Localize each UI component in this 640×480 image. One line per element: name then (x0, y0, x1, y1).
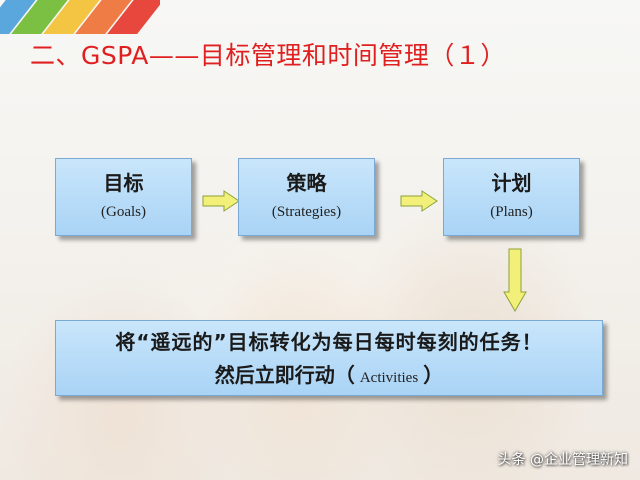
action-call: 然后立即行动（ Activities ） (56, 359, 602, 394)
strategies-label: 策略 (286, 171, 327, 195)
corner-stripes-decoration (0, 0, 160, 34)
plans-label: 计划 (491, 171, 532, 195)
plans-box: 计划 (Plans) (443, 158, 580, 236)
strategies-box: 策略 (Strategies) (238, 158, 375, 236)
strategies-sublabel: (Strategies) (271, 204, 342, 220)
arrow-right-icon (400, 190, 438, 212)
action-box: 将“遥远的”目标转化为每日每时每刻的任务！ 然后立即行动（ Activities… (55, 320, 603, 396)
slide-title: 二、GSPA——目标管理和时间管理（１） (30, 41, 506, 70)
watermark-text: 头条 @企业管理新知 (497, 452, 628, 468)
action-call-english: Activities (359, 370, 419, 386)
goals-label: 目标 (103, 171, 144, 195)
goals-sublabel: (Goals) (101, 204, 146, 220)
arrow-down-icon (503, 248, 527, 312)
arrow-right-icon (202, 190, 240, 212)
action-call-text: 然后立即行动（ (214, 363, 355, 387)
action-call-close: ） (423, 363, 444, 387)
plans-sublabel: (Plans) (490, 204, 533, 220)
action-statement: 将“遥远的”目标转化为每日每时每刻的任务！ (115, 330, 543, 354)
goals-box: 目标 (Goals) (55, 158, 192, 236)
